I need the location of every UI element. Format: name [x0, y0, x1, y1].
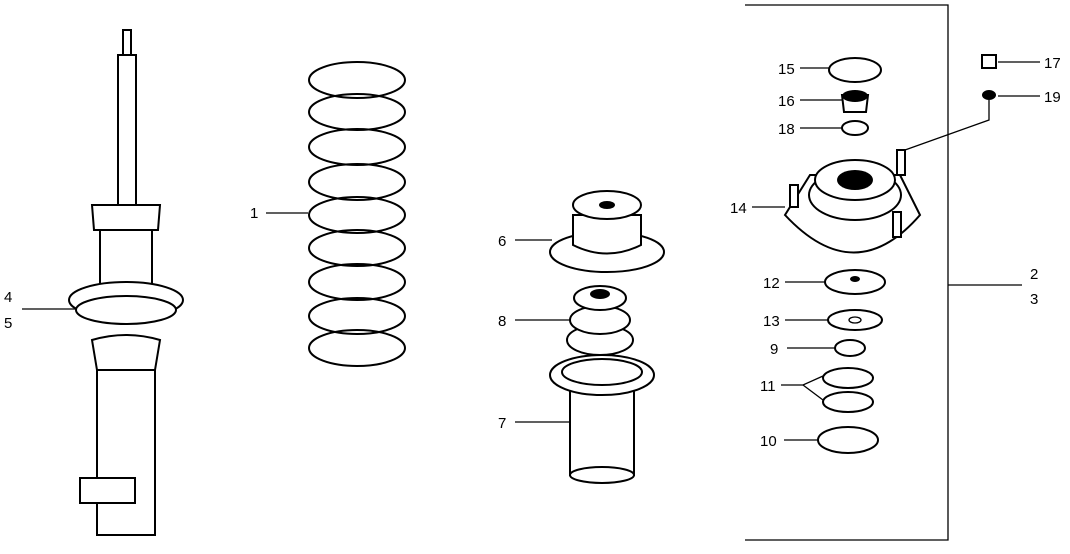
label-part-1: 1 — [250, 205, 258, 222]
label-part-7: 7 — [498, 415, 506, 432]
label-part-2: 2 — [1030, 266, 1038, 283]
label-part-18: 18 — [778, 121, 795, 138]
label-part-10: 10 — [760, 433, 777, 450]
label-part-4: 4 — [4, 289, 12, 306]
label-part-3: 3 — [1030, 291, 1038, 308]
label-part-8: 8 — [498, 313, 506, 330]
bump-stop — [566, 285, 634, 356]
label-part-15: 15 — [778, 61, 795, 78]
mount-parts — [783, 54, 997, 454]
label-part-16: 16 — [778, 93, 795, 110]
dust-cover — [549, 354, 655, 484]
leader-lines — [22, 4, 1040, 541]
label-part-6: 6 — [498, 233, 506, 250]
label-part-11: 11 — [760, 378, 776, 395]
label-part-12: 12 — [763, 275, 780, 292]
spring-mount-rubber — [549, 190, 665, 273]
label-part-9: 9 — [770, 341, 778, 358]
label-part-14: 14 — [730, 200, 747, 217]
label-part-5: 5 — [4, 315, 12, 332]
coil-spring — [308, 61, 406, 367]
label-part-17: 17 — [1044, 55, 1061, 72]
shock-absorber — [68, 29, 184, 536]
label-part-19: 19 — [1044, 89, 1061, 106]
label-part-13: 13 — [763, 313, 780, 330]
